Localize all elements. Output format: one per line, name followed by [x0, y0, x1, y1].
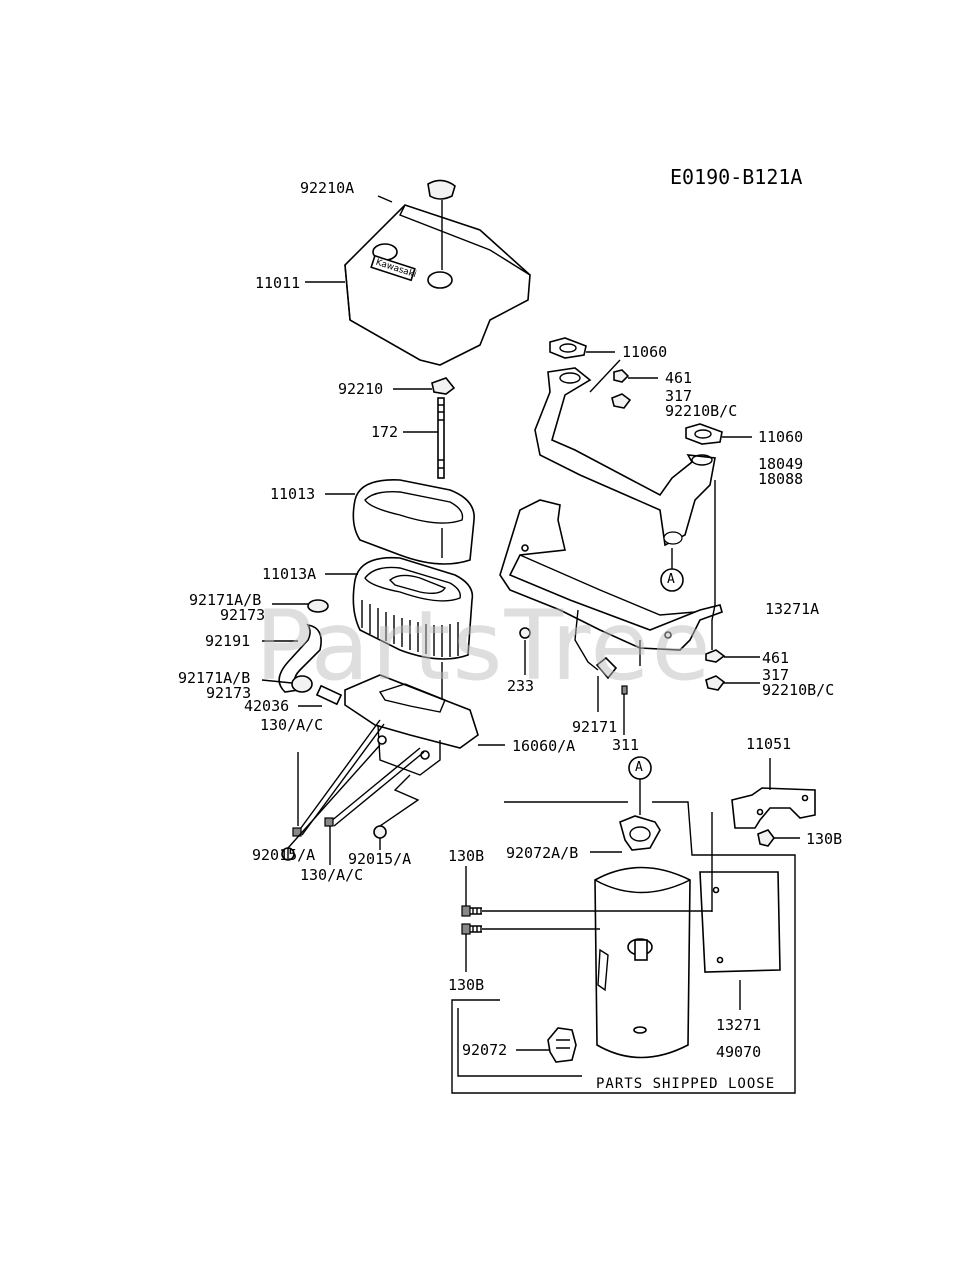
stud-172-part[interactable]	[437, 397, 445, 479]
label-461-1[interactable]: 461	[665, 369, 693, 387]
gasket-11060-1-part[interactable]	[549, 337, 587, 359]
label-11060-1[interactable]: 11060	[622, 343, 668, 361]
label-18088[interactable]: 18088	[758, 470, 804, 488]
heat-shield-13271-part[interactable]	[699, 871, 781, 973]
air-filter-11013A-part[interactable]	[352, 556, 474, 660]
label-317-1[interactable]: 317	[665, 387, 693, 405]
muffler-49070-part[interactable]	[594, 866, 691, 1059]
label-92210[interactable]: 92210	[338, 380, 384, 398]
label-11051[interactable]: 11051	[746, 735, 792, 753]
bolt-130B-lower-part[interactable]	[461, 923, 482, 935]
label-11011[interactable]: 11011	[255, 274, 301, 292]
label-130B-3[interactable]: 130B	[448, 976, 485, 994]
label-92015A-2[interactable]: 92015/A	[348, 850, 412, 868]
label-13271[interactable]: 13271	[716, 1016, 762, 1034]
label-92171AB-1[interactable]: 92171A/B	[189, 591, 262, 609]
label-92072[interactable]: 92072	[462, 1041, 508, 1059]
label-92171AB-2[interactable]: 92171A/B	[178, 669, 251, 687]
callout-A-lower-letter: A	[635, 760, 643, 775]
label-11060-2[interactable]: 11060	[758, 428, 804, 446]
label-317-2[interactable]: 317	[762, 666, 790, 684]
bracket-11051-part[interactable]	[731, 787, 816, 829]
callout-A-upper-letter: A	[667, 572, 675, 587]
label-92072AB[interactable]: 92072A/B	[506, 844, 579, 862]
label-13271A[interactable]: 13271A	[765, 600, 820, 618]
bolt-130AC-1-part[interactable]	[292, 719, 385, 837]
label-92173-1[interactable]: 92173	[220, 606, 266, 624]
knob-92210A-part[interactable]	[427, 179, 456, 200]
label-130B-2[interactable]: 130B	[448, 847, 485, 865]
label-92173-2[interactable]: 92173	[206, 684, 252, 702]
label-92210BC-2[interactable]: 92210B/C	[762, 681, 835, 699]
exhaust-pipe-18049-part[interactable]	[534, 367, 716, 547]
label-18049[interactable]: 18049	[758, 455, 804, 473]
nut-317-1-part[interactable]	[611, 393, 632, 409]
nut-317-2-part[interactable]	[705, 675, 726, 691]
label-311[interactable]: 311	[612, 736, 640, 754]
bolt-130AC-2-part[interactable]	[324, 747, 425, 827]
watermark: PartsTree	[255, 590, 713, 702]
clamp-92171-part[interactable]	[595, 656, 618, 680]
label-130AC-2[interactable]: 130/A/C	[300, 866, 364, 884]
label-49070[interactable]: 49070	[716, 1043, 762, 1061]
label-92210A[interactable]: 92210A	[300, 179, 355, 197]
screw-233-part[interactable]	[519, 627, 531, 639]
air-cleaner-cover-part[interactable]: Kawasaki	[344, 204, 531, 366]
label-461-2[interactable]: 461	[762, 649, 790, 667]
label-130AC-1[interactable]: 130/A/C	[260, 716, 324, 734]
wing-nut-92210-part[interactable]	[431, 377, 456, 395]
label-130B-1[interactable]: 130B	[806, 830, 843, 848]
label-233[interactable]: 233	[507, 677, 535, 695]
label-16060A[interactable]: 16060/A	[512, 737, 576, 755]
clamp-92171AB-top-part[interactable]	[307, 599, 329, 613]
nut-92015A-2-part[interactable]	[373, 825, 387, 839]
parts-shipped-loose-box	[451, 801, 796, 1094]
clamp-92072-part[interactable]	[547, 1027, 577, 1063]
clamp-92072AB-part[interactable]	[619, 815, 661, 851]
nut-461-2-part[interactable]	[705, 649, 726, 663]
label-172[interactable]: 172	[371, 423, 399, 441]
breather-hose-92191-part[interactable]	[278, 623, 322, 693]
label-11013A[interactable]: 11013A	[262, 565, 317, 583]
label-92171[interactable]: 92171	[572, 718, 618, 736]
bolt-130B-upper-part[interactable]	[461, 905, 482, 917]
label-92191[interactable]: 92191	[205, 632, 251, 650]
label-11013[interactable]: 11013	[270, 485, 316, 503]
gasket-11060-2-part[interactable]	[685, 423, 723, 445]
parts-shipped-loose-note: PARTS SHIPPED LOOSE	[596, 1076, 776, 1092]
base-16060A-part[interactable]	[344, 674, 479, 776]
label-92210BC-1[interactable]: 92210B/C	[665, 402, 738, 420]
nut-461-1-part[interactable]	[613, 369, 630, 383]
muffler-guard-13271A-part[interactable]	[499, 499, 723, 651]
label-42036[interactable]: 42036	[244, 697, 290, 715]
fitting-42036-part[interactable]	[315, 684, 343, 706]
clamp-92171AB-bottom-part[interactable]	[291, 675, 313, 693]
nut-130B-1-part[interactable]	[757, 829, 775, 847]
pre-cleaner-11013-part[interactable]	[352, 479, 475, 565]
diagram-code: E0190-B121A	[670, 165, 803, 189]
label-92015A-1[interactable]: 92015/A	[252, 846, 316, 864]
